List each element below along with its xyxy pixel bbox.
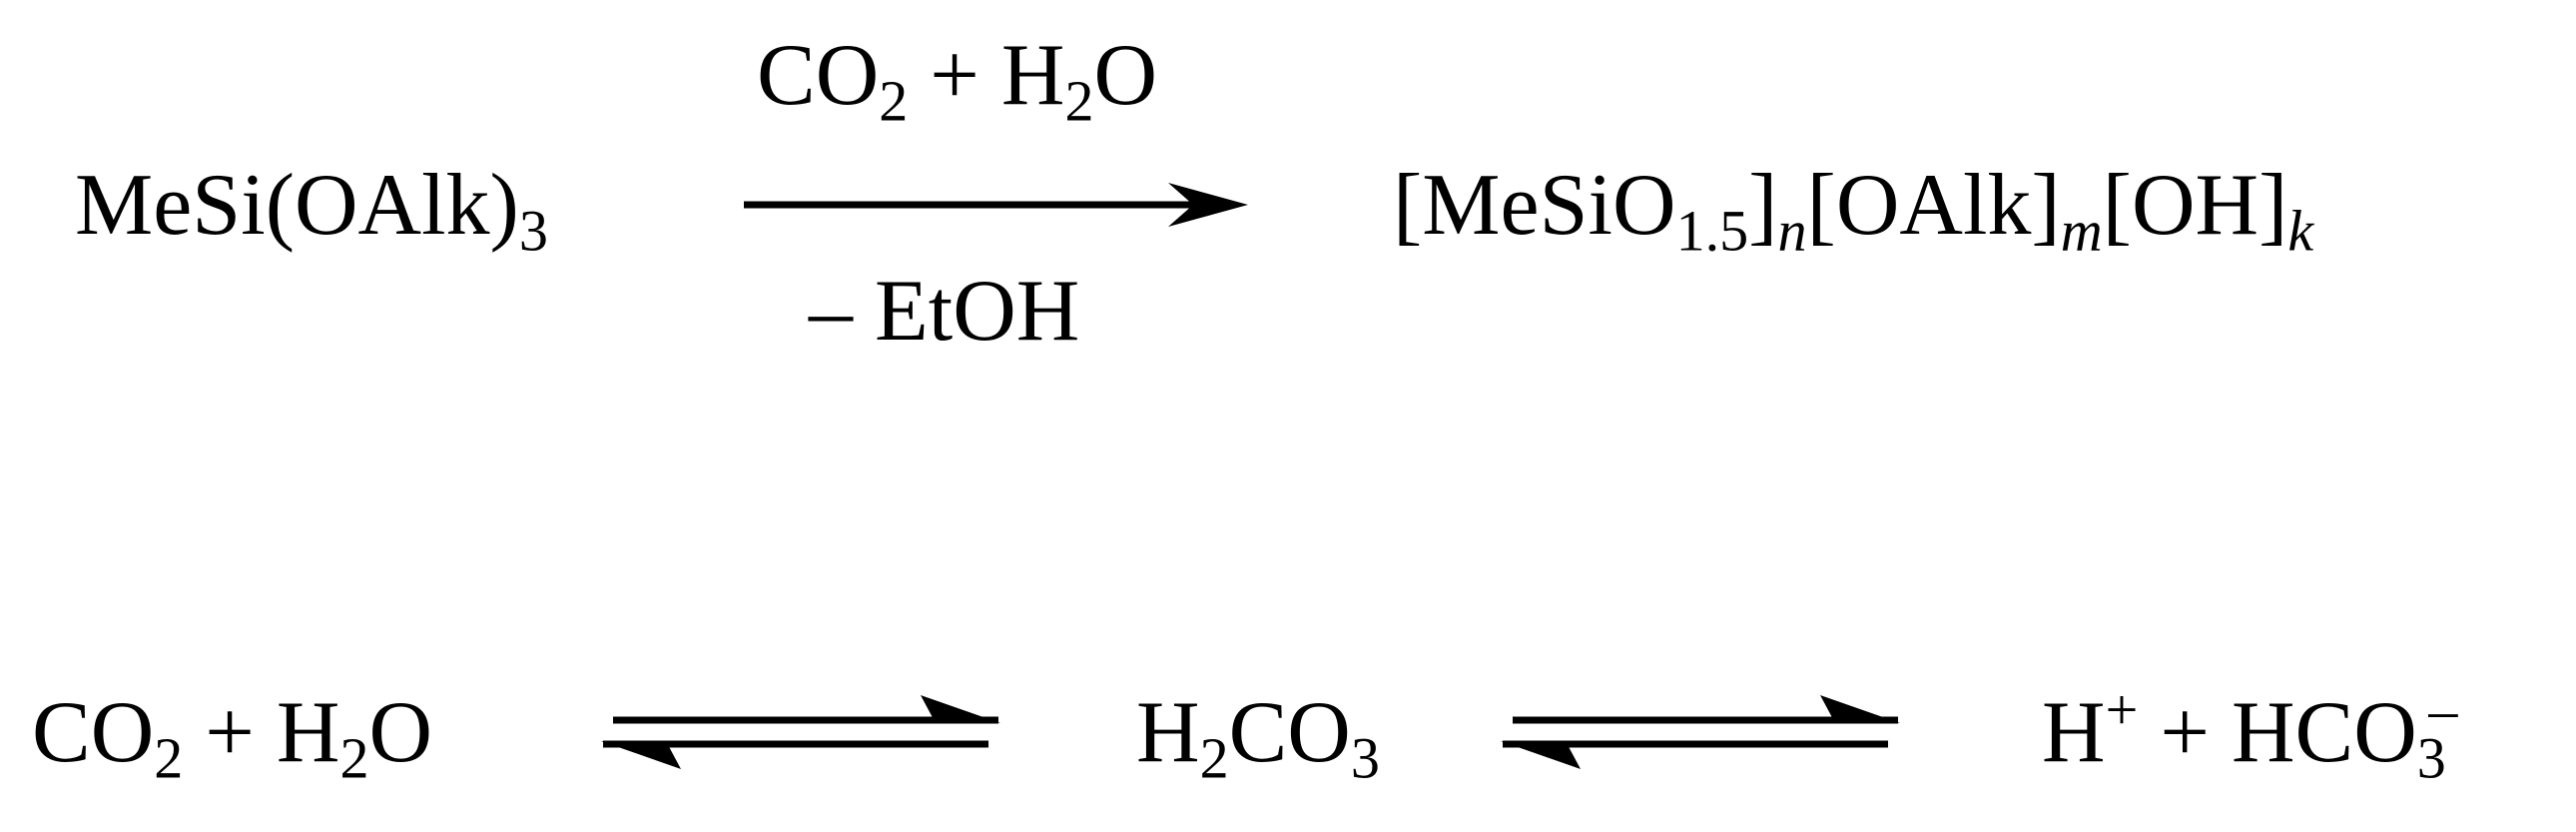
arrow-reagents-above: CO2 + H2O: [757, 32, 1157, 130]
product-sub-n: n: [1777, 198, 1807, 264]
eq2-reverse-head: [1501, 741, 1581, 769]
forward-reaction-arrow: [744, 183, 1248, 227]
eq-left-h-subscript: 2: [339, 725, 369, 791]
product-part-oh: [OH]: [2102, 157, 2288, 254]
eq-mid-h: H: [1136, 684, 1200, 781]
product-sub-k: k: [2287, 198, 2314, 264]
reactant-formula: MeSi(OAlk): [75, 157, 519, 254]
eq-right-h-charge: +: [2105, 677, 2139, 743]
eq-mid-co-subscript: 3: [1350, 725, 1380, 791]
equilibrium-ions: H+ + HCO3–: [2042, 681, 2457, 787]
forward-arrowhead: [1168, 183, 1248, 227]
eq-right-plus-hco: + HCO: [2138, 684, 2417, 781]
product-sub-1-5: 1.5: [1675, 198, 1749, 264]
reagent-h-subscript: 2: [1064, 68, 1094, 134]
equilibrium-arrow-1: [601, 695, 1000, 769]
reagent-plus-h: + H: [908, 27, 1065, 124]
eq-right-hco-charge: –: [2428, 677, 2458, 743]
reagent-co-subscript: 2: [879, 68, 909, 134]
eq1-forward-head: [921, 695, 1000, 723]
arrow-byproduct-below: – EtOH: [809, 268, 1079, 356]
equilibrium-arrow-2: [1501, 695, 1900, 769]
equilibrium-carbonic-acid: H2CO3: [1136, 689, 1380, 787]
eq-right-hco-subscript: 3: [2416, 725, 2446, 791]
eq1-reverse-head: [601, 741, 681, 769]
product-part-mesio: [MeSiO: [1393, 157, 1676, 254]
eq-mid-co: CO: [1228, 684, 1351, 781]
product-sub-m: m: [2060, 198, 2103, 264]
eq-right-h: H: [2042, 684, 2106, 781]
eq-mid-h-subscript: 2: [1199, 725, 1229, 791]
eq-left-co: CO: [32, 684, 155, 781]
eq-left-plus-h: + H: [183, 684, 340, 781]
eq2-forward-head: [1820, 695, 1900, 723]
eq-left-o: O: [368, 684, 433, 781]
product-bracket-close: ]: [1748, 157, 1778, 254]
product-polysiloxane: [MeSiO1.5]n[OAlk]m[OH]k: [1393, 162, 2313, 260]
product-part-oalk: [OAlk]: [1806, 157, 2061, 254]
reactant-subscript: 3: [518, 198, 548, 264]
reactant-methyltrialkoxysilane: MeSi(OAlk)3: [75, 162, 548, 260]
reagent-co: CO: [757, 27, 880, 124]
byproduct-ethanol: – EtOH: [809, 263, 1080, 360]
reagent-o: O: [1093, 27, 1158, 124]
eq-left-co-subscript: 2: [154, 725, 184, 791]
equilibrium-left-reactants: CO2 + H2O: [32, 689, 432, 787]
